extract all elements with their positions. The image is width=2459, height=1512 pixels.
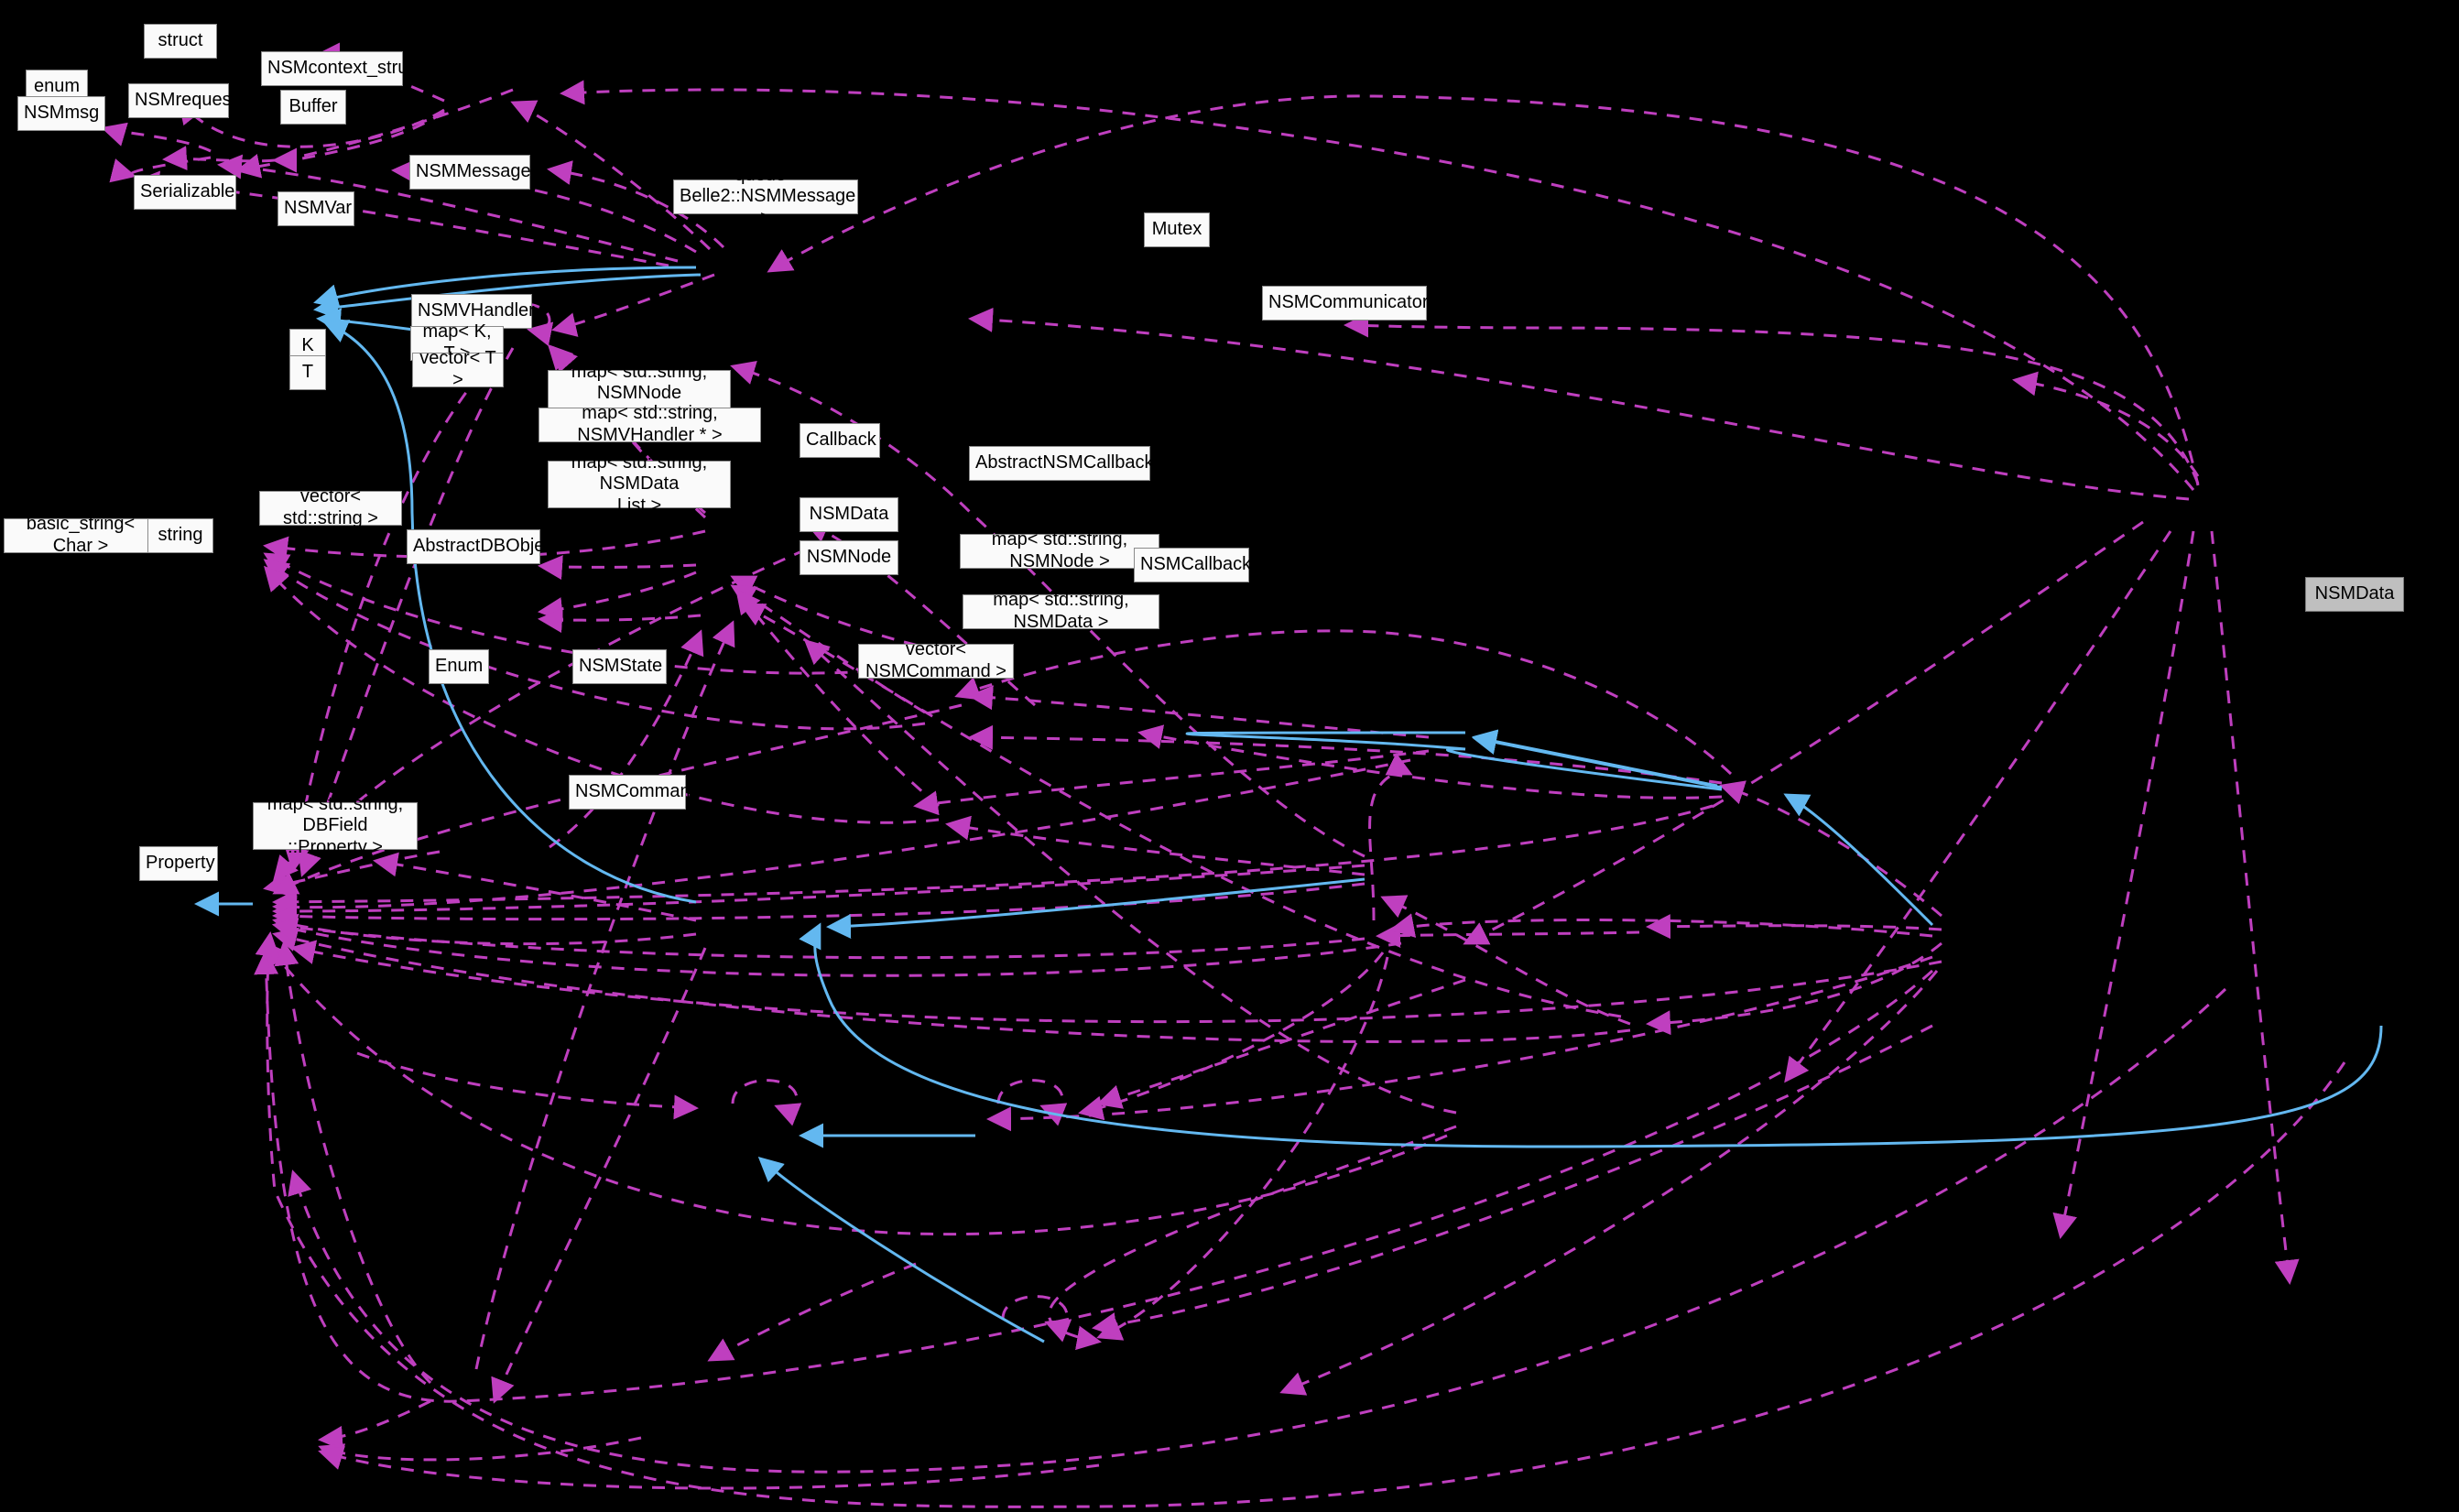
node-label: queue< Belle2::NSMMessage >	[680, 164, 856, 228]
node-basic-string-char[interactable]: basic_string< Char >	[4, 514, 158, 556]
node-label: NSMVHandler	[418, 300, 535, 321]
node-label: AbstractDBObject	[413, 536, 559, 557]
node-label: vector< T >	[419, 348, 496, 390]
node-label: Callback	[806, 430, 876, 451]
node-label: NSMData	[2314, 583, 2395, 604]
node-nsmcallback[interactable]: NSMCallback	[1134, 548, 1252, 582]
node-enum-base[interactable]: Enum	[429, 649, 489, 684]
inheritance-edges	[194, 266, 2383, 1343]
node-label: NSMmsg	[24, 103, 100, 124]
node-label: basic_string< Char >	[26, 514, 136, 556]
node-abstractdbobject[interactable]: AbstractDBObject	[407, 529, 559, 564]
node-label: NSMNode	[806, 547, 892, 568]
node-mutex[interactable]: Mutex	[1144, 212, 1210, 247]
node-abstractnsmcallback[interactable]: AbstractNSMCallback	[969, 446, 1154, 481]
node-label: Buffer	[288, 96, 338, 117]
node-label: NSMData	[809, 504, 889, 525]
node-vector-nsmcommand[interactable]: vector< NSMCommand >	[858, 639, 1014, 681]
node-label: struct	[158, 30, 203, 51]
node-queue-belle2-nsmmessage[interactable]: queue< Belle2::NSMMessage >	[673, 165, 858, 228]
node-label: map< std::string, NSMData >	[993, 590, 1129, 632]
node-nsmmsg[interactable]: NSMmsg	[17, 96, 105, 131]
node-nsmcontext-struct[interactable]: NSMcontext_struct	[261, 51, 422, 86]
node-nsmstate[interactable]: NSMState	[572, 649, 667, 684]
node-label: string	[158, 525, 203, 546]
node-struct[interactable]: struct	[144, 24, 217, 59]
node-nsmvhandler[interactable]: NSMVHandler	[411, 294, 535, 329]
node-label: NSMCallback	[1140, 554, 1252, 575]
node-nsmcommand[interactable]: NSMCommand	[569, 775, 701, 810]
node-map-string-nsmnode[interactable]: map< std::string, NSMNode >	[960, 529, 1159, 571]
node-label: vector< std::string >	[283, 486, 378, 528]
node-label: Property	[146, 853, 215, 874]
node-buffer[interactable]: Buffer	[280, 90, 346, 125]
node-map-string-dbfield-property[interactable]: map< std::string, DBField ::Property >	[253, 794, 418, 857]
node-label: NSMCommand	[575, 781, 701, 802]
node-map-string-nsmvhandler-ptr[interactable]: map< std::string, NSMVHandler * >	[539, 403, 761, 445]
node-label: map< std::string, NSMVHandler * >	[577, 403, 723, 445]
node-serializable[interactable]: Serializable	[134, 175, 236, 210]
node-label: Mutex	[1151, 219, 1202, 240]
node-label: NSMcontext_struct	[267, 58, 422, 79]
node-callback[interactable]: Callback	[800, 423, 880, 458]
node-map-string-nsmdatalist[interactable]: map< std::string, NSMData List >	[548, 452, 731, 516]
node-label: AbstractNSMCallback	[975, 452, 1154, 473]
node-vector-stdstring[interactable]: vector< std::string >	[259, 486, 402, 528]
node-label: K	[301, 335, 314, 356]
node-label: map< std::string, NSMNode >	[991, 529, 1128, 571]
node-property[interactable]: Property	[139, 846, 218, 881]
node-nsmdata-target[interactable]: NSMData	[2305, 577, 2404, 612]
node-label: map< std::string, NSMData List >	[571, 451, 708, 516]
node-vector-t[interactable]: vector< T >	[412, 348, 504, 390]
node-nsmvar[interactable]: NSMVar	[277, 191, 354, 226]
node-label: enum	[33, 76, 81, 97]
node-string[interactable]: string	[147, 518, 213, 553]
node-label: Enum	[435, 656, 484, 677]
node-nsmrequest[interactable]: NSMrequest	[128, 83, 237, 118]
usage-edges	[101, 42, 2346, 1508]
node-t[interactable]: T	[289, 355, 326, 390]
node-nsmcommunicator[interactable]: NSMCommunicator	[1262, 286, 1429, 321]
node-label: NSMrequest	[135, 90, 237, 111]
node-nsmnode[interactable]: NSMNode	[800, 540, 898, 575]
node-label: NSMMessage	[416, 161, 531, 182]
node-label: NSMState	[579, 656, 663, 677]
node-nsmdata-left[interactable]: NSMData	[800, 497, 898, 532]
node-label: NSMCommunicator	[1268, 292, 1429, 313]
node-map-string-nsmdata[interactable]: map< std::string, NSMData >	[963, 590, 1159, 632]
node-label: map< std::string, DBField ::Property >	[267, 793, 404, 857]
node-label: vector< NSMCommand >	[865, 639, 1006, 681]
node-label: Serializable	[140, 181, 235, 202]
node-label: NSMVar	[284, 198, 353, 219]
node-label: T	[301, 362, 314, 383]
node-nsmmessage[interactable]: NSMMessage	[409, 155, 531, 190]
